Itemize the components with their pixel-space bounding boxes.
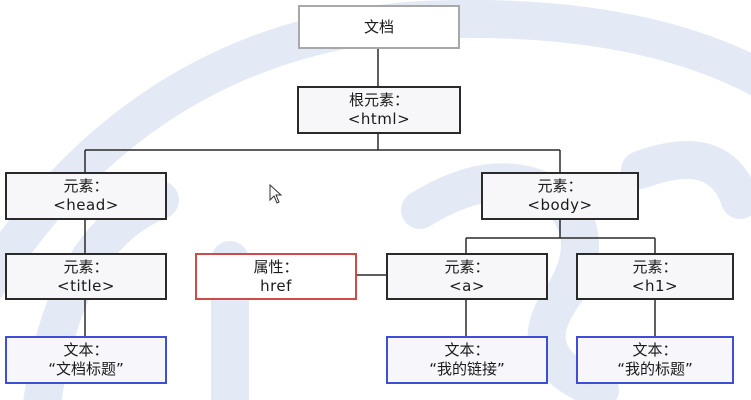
head-node-type: 元素： — [63, 177, 109, 195]
href-attribute-node: 属性： href — [195, 253, 357, 300]
heading-text-value: “我的标题” — [617, 360, 693, 378]
href-node-name: href — [260, 276, 292, 295]
title-node-type: 元素： — [63, 257, 109, 276]
body-node-type: 元素： — [537, 177, 583, 195]
title-node-tag: <title> — [57, 276, 115, 295]
a-node-type: 元素： — [444, 257, 490, 276]
html-node-tag: <html> — [347, 110, 411, 128]
document-node-label: 文档 — [363, 17, 394, 36]
href-node-type: 属性： — [253, 257, 299, 276]
body-node-tag: <body> — [527, 196, 593, 214]
html-node-type: 根元素： — [348, 91, 409, 109]
link-text-value: “我的链接” — [429, 360, 505, 378]
link-text-node: 文本： “我的链接” — [386, 336, 548, 384]
h1-node-type: 元素： — [632, 257, 678, 276]
h1-element-node: 元素： <h1> — [576, 253, 734, 300]
body-element-node: 元素： <body> — [481, 172, 639, 220]
document-node: 文档 — [298, 5, 460, 49]
heading-text-type: 文本： — [632, 341, 678, 359]
heading-text-node: 文本： “我的标题” — [576, 336, 734, 384]
title-element-node: 元素： <title> — [5, 253, 167, 300]
mouse-cursor-icon — [269, 184, 283, 204]
title-text-type: 文本： — [63, 341, 109, 359]
head-element-node: 元素： <head> — [5, 172, 167, 220]
a-element-node: 元素： <a> — [386, 253, 548, 300]
h1-node-tag: <h1> — [631, 276, 679, 295]
a-node-tag: <a> — [449, 276, 485, 295]
title-text-node: 文本： “文档标题” — [5, 336, 167, 384]
link-text-type: 文本： — [444, 341, 490, 359]
head-node-tag: <head> — [53, 196, 119, 214]
title-text-value: “文档标题” — [48, 360, 124, 378]
html-root-element-node: 根元素： <html> — [297, 86, 461, 134]
